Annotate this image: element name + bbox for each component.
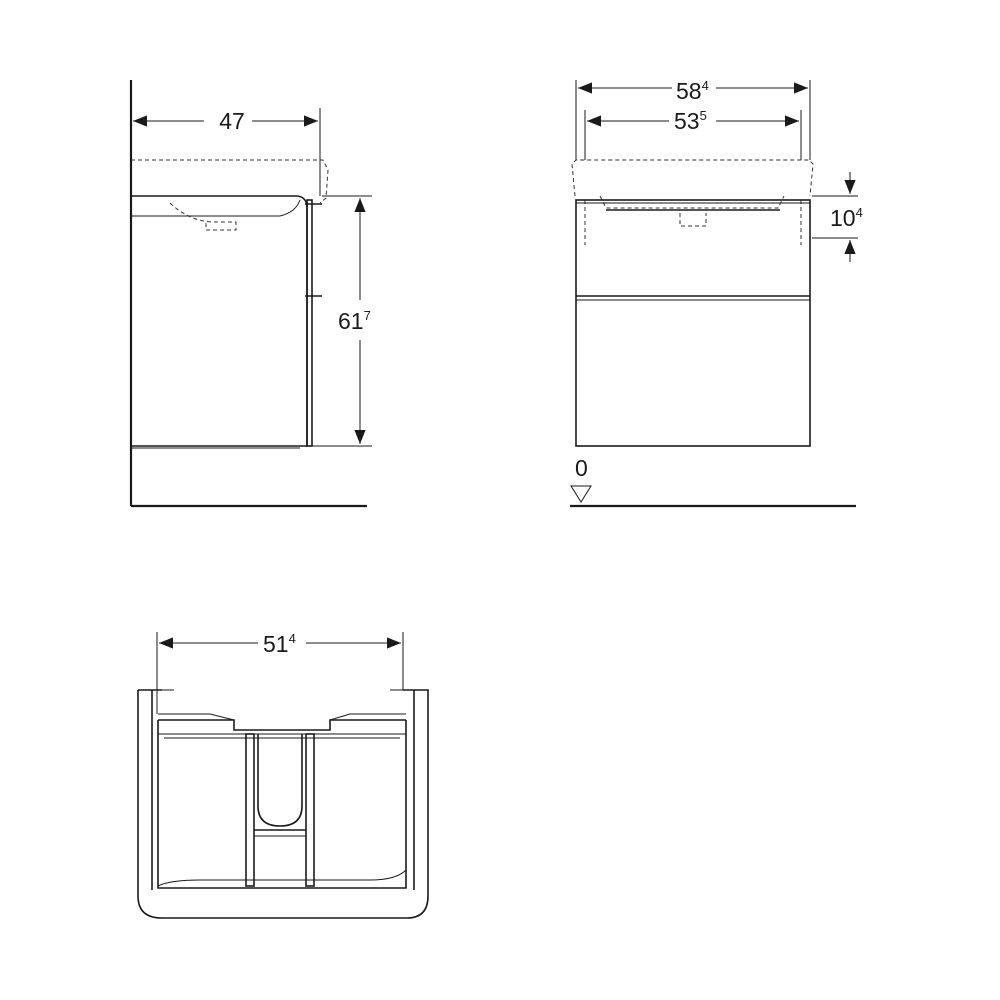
- cabinet-side: [131, 195, 308, 447]
- drawer-back-rail: [158, 719, 406, 731]
- overall-width-sup: 4: [702, 78, 709, 93]
- front-basin-outline-dashed: [571, 159, 814, 197]
- offset-sup: 4: [856, 205, 863, 220]
- drawer-front-curve: [157, 869, 407, 887]
- drawer-back-rail-upper: [158, 713, 406, 721]
- inner-width-label: 535: [674, 108, 707, 134]
- offset-main: 10: [830, 205, 856, 231]
- front-drain-dashed: [679, 213, 707, 227]
- siphon-divider-left: [245, 733, 255, 887]
- basin-outline-dashed: [131, 159, 329, 204]
- height-dimension-label: 617: [338, 308, 371, 334]
- side-view: 47 617: [129, 80, 372, 508]
- front-panel: [306, 199, 313, 447]
- floor-level-label: 0: [575, 455, 588, 481]
- depth-dimension-label: 47: [219, 108, 245, 134]
- overall-width-label: 584: [676, 78, 709, 104]
- siphon-divider-right: [305, 733, 315, 887]
- height-sup: 7: [364, 308, 371, 323]
- overall-width-main: 58: [676, 78, 702, 104]
- inner-width-sup: 5: [700, 108, 707, 123]
- siphon-cutout: [257, 734, 303, 827]
- front-view: 0 584 535 104: [570, 78, 863, 508]
- top-view-outer: [137, 689, 429, 919]
- top-width-sup: 4: [289, 631, 296, 646]
- depth-main: 47: [219, 108, 245, 134]
- front-cabinet-body: [575, 199, 811, 447]
- offset-label: 104: [830, 205, 863, 231]
- top-width-label: 514: [263, 631, 296, 657]
- drawer-outline: [157, 720, 407, 889]
- top-width-main: 51: [263, 631, 289, 657]
- level-triangle-icon: [570, 485, 592, 503]
- basin-bowl-dashed: [169, 202, 237, 231]
- front-basin-bowl-dashed: [599, 195, 785, 209]
- basin-top-curve: [279, 199, 301, 217]
- top-view: 514: [137, 631, 429, 919]
- inner-width-main: 53: [674, 108, 700, 134]
- height-main: 61: [338, 308, 364, 334]
